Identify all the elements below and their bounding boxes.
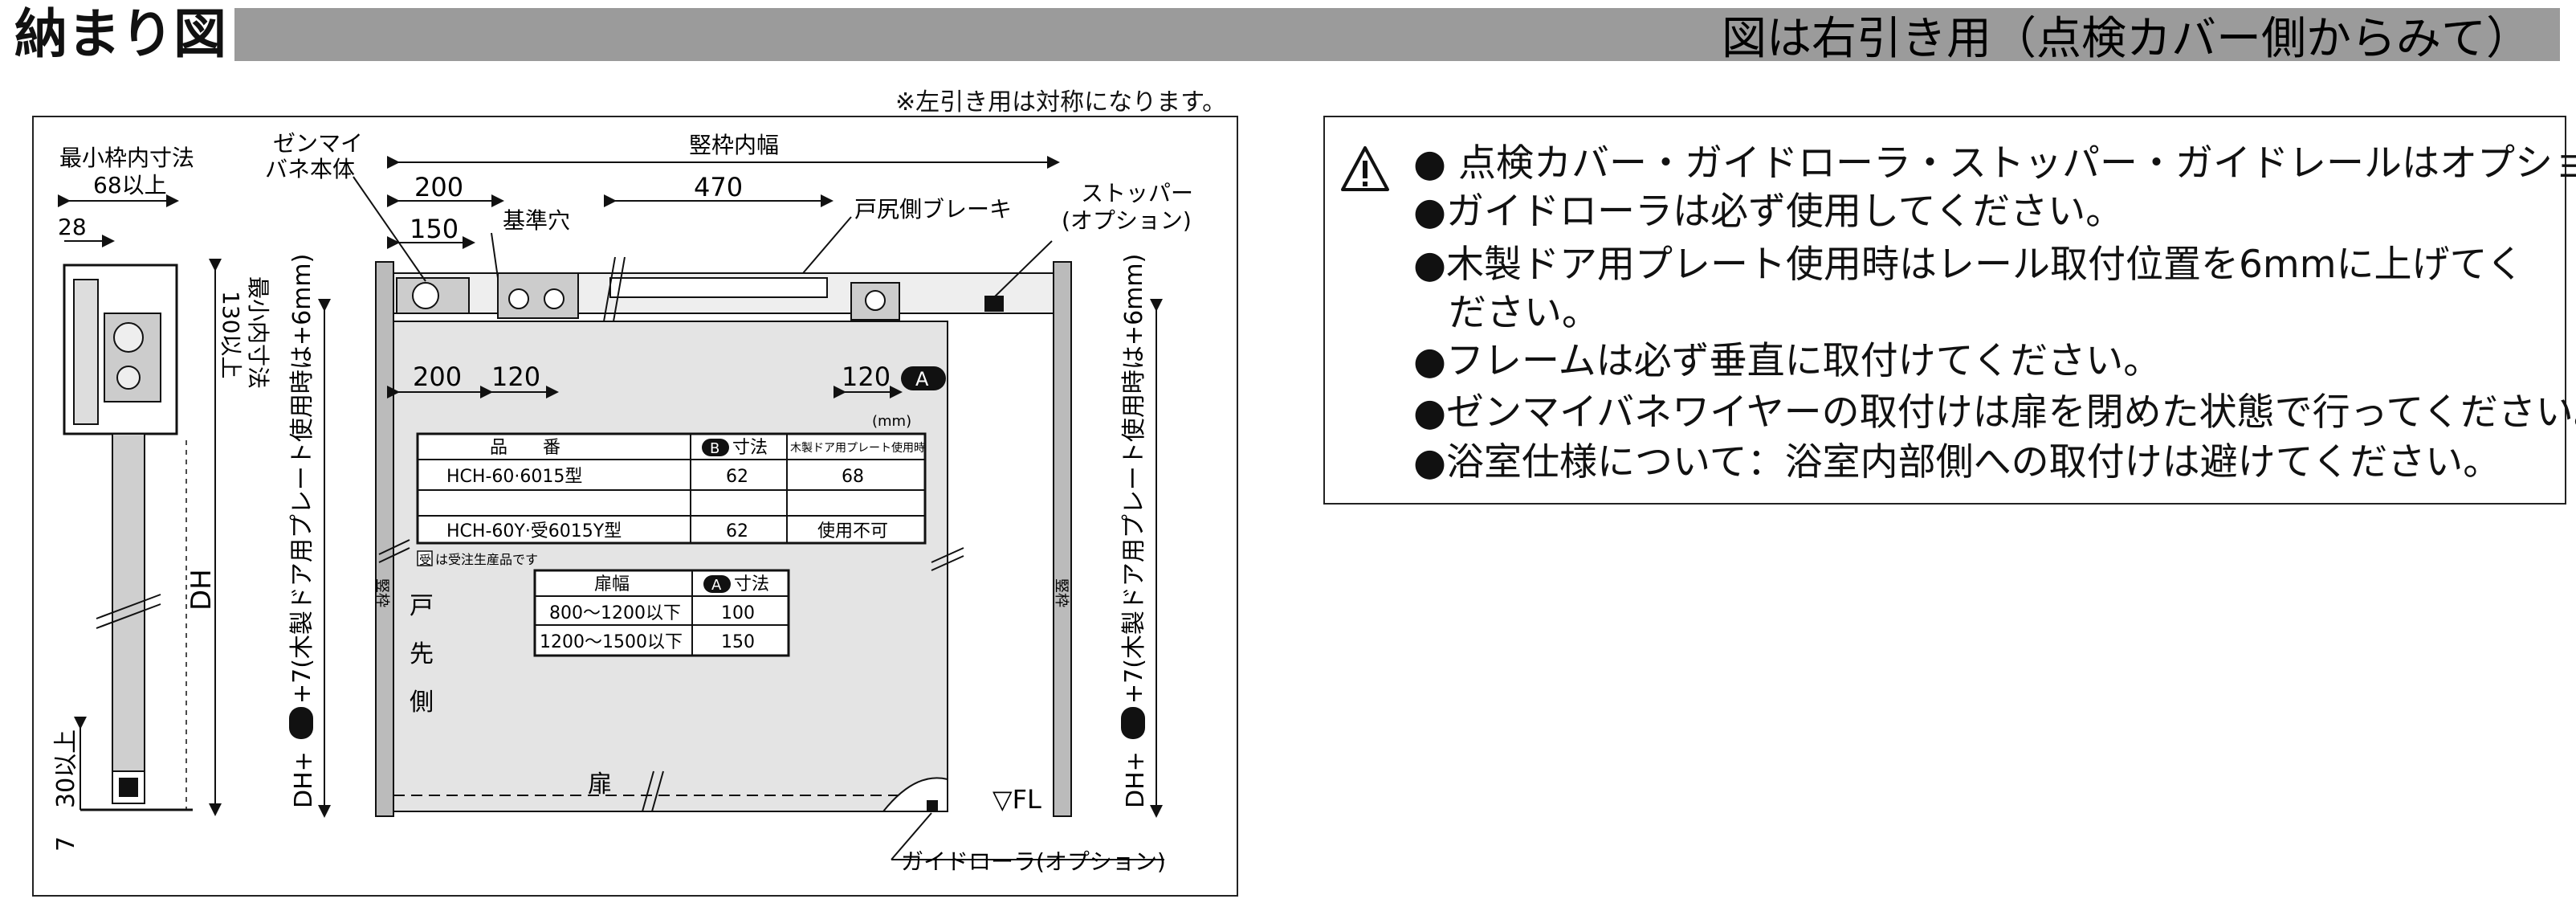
- label-dh-right: DH+: [1122, 751, 1150, 808]
- label-min-inner-value: 130以上: [218, 291, 244, 378]
- note-3: ださい。: [1449, 291, 1600, 335]
- marker-a-text: A: [915, 368, 929, 390]
- table-1-text: 品 番 B 寸法 木製ドア用プレート使用時 HCH-60·6015型 62 68…: [446, 438, 925, 541]
- label-zenmai: ゼンマイ: [273, 130, 363, 157]
- table1-header-1: 寸法: [732, 438, 768, 458]
- note-2: ●木製ドア用プレート使用時はレール取付位置を6mmに上げてく: [1413, 243, 2525, 287]
- table1-header-2: 木製ドア用プレート使用時: [790, 441, 925, 455]
- installation-diagram-frame: [32, 116, 1238, 897]
- label-tatewaku-right: 竪枠: [1053, 578, 1070, 607]
- label-tosaki-3: 側: [410, 688, 434, 717]
- marker-a-badge: [901, 366, 946, 390]
- label-unit: (mm): [872, 413, 911, 430]
- label-tatewaku-naihaba: 竪枠内幅: [689, 132, 779, 158]
- page-title: 納まり図: [14, 3, 226, 65]
- subtitle: 図は右引き用（点検カバー側からみて）: [1722, 13, 2531, 65]
- table2-header-a-badge: [703, 575, 731, 593]
- label-dim-150: 150: [410, 214, 459, 244]
- label-stopper: ストッパー: [1081, 180, 1193, 206]
- label-min-inner-vertical: 最小内寸法: [245, 276, 271, 389]
- note-4: ●フレームは必ず垂直に取付けてください。: [1413, 339, 2162, 383]
- front-elevation: [318, 156, 1164, 860]
- table2-header-1: 寸法: [734, 574, 769, 595]
- table2-header-0: 扉幅: [594, 574, 630, 595]
- label-dh-right-rest: +7(木製ドア用プレート使用時は+6mm): [1120, 254, 1148, 704]
- table2-row1-col0: 1200〜1500以下: [540, 632, 683, 652]
- table1-row0-col2: 68: [842, 467, 864, 487]
- table1-header-0: 品 番: [490, 438, 560, 458]
- notes-box: [1323, 116, 2566, 505]
- note-0: ● 点検カバー・ガイドローラ・ストッパー・ガイドレールはオプション。: [1413, 141, 2576, 186]
- dimension-table-1: [416, 432, 927, 545]
- label-dh-left: DH+: [290, 751, 318, 808]
- table2-header-marker: A: [711, 577, 722, 594]
- label-dim-200-top: 200: [414, 172, 463, 202]
- side-section: [58, 194, 222, 816]
- table1-header-b-badge: [702, 439, 729, 456]
- label-tatewaku-left: 竪枠: [373, 578, 390, 607]
- table1-row0-col1: 62: [726, 467, 748, 487]
- note-5: ●ゼンマイバネワイヤーの取付けは扉を閉めた状態で行ってください。: [1413, 390, 2576, 435]
- juchu-mark-box: [417, 550, 433, 566]
- table1-row0-col0: HCH-60·6015型: [446, 467, 582, 487]
- label-stopper-option: (オプション): [1062, 207, 1192, 234]
- label-dim-120-mid: 120: [491, 362, 540, 392]
- label-tosaki-1: 戸: [410, 592, 434, 620]
- diagram-labels: 最小枠内寸法 68以上 28 ゼンマイ バネ本体 200 150 基準穴 竪枠内…: [52, 130, 1193, 875]
- table2-row0-col0: 800〜1200以下: [549, 603, 681, 623]
- label-dim-7: 7: [52, 836, 80, 852]
- table1-row2-col2: 使用不可: [817, 521, 888, 541]
- label-min-frame-inner-value: 68以上: [93, 172, 167, 198]
- label-dim-30: 30以上: [52, 729, 80, 808]
- label-guide-roller: ガイドローラ(オプション): [901, 848, 1166, 875]
- label-tobira: 扉: [588, 770, 612, 799]
- label-dh-left-rest: +7(木製ドア用プレート使用時は+6mm): [288, 254, 316, 704]
- label-dim-470: 470: [694, 172, 743, 202]
- warning-triangle-icon: [1341, 146, 1389, 191]
- juchu-mark: 受: [419, 553, 431, 567]
- label-min-frame-inner: 最小枠内寸法: [59, 145, 194, 171]
- marker-b-right-badge: [1121, 707, 1145, 739]
- table1-header-marker: B: [710, 440, 719, 457]
- label-tojiri-brake: 戸尻側ブレーキ: [854, 196, 1012, 223]
- dimension-table-2: [533, 569, 790, 657]
- table1-row2-col1: 62: [726, 521, 748, 541]
- title-bar: 図は右引き用（点検カバー側からみて）: [234, 8, 2560, 65]
- table-2-text: 扉幅 A 寸法 800〜1200以下 100 1200〜1500以下 150: [540, 574, 769, 652]
- note-1: ●ガイドローラは必ず使用してください。: [1413, 190, 2124, 234]
- table1-row2-col0: HCH-60Y·受6015Y型: [446, 521, 622, 541]
- label-kijun: 基準穴: [503, 207, 570, 234]
- note-6: ●浴室仕様について：浴室内部側への取付けは避けてください。: [1413, 440, 2501, 484]
- label-dh-side: DH: [185, 569, 218, 611]
- label-zenmai-body: バネ本体: [265, 156, 355, 182]
- label-dim-120-right: 120: [842, 362, 891, 392]
- table2-row0-col1: 100: [721, 603, 755, 623]
- table2-row1-col1: 150: [721, 632, 755, 652]
- label-juchu-note: は受注生産品です: [435, 552, 538, 567]
- label-fl: ▽FL: [992, 784, 1041, 815]
- symmetry-note: ※左引き用は対称になります。: [895, 88, 1227, 116]
- marker-b-left-badge: [289, 707, 313, 739]
- label-dim-200-mid: 200: [413, 362, 462, 392]
- label-dim-28: 28: [58, 214, 87, 240]
- label-tosaki-2: 先: [410, 640, 434, 668]
